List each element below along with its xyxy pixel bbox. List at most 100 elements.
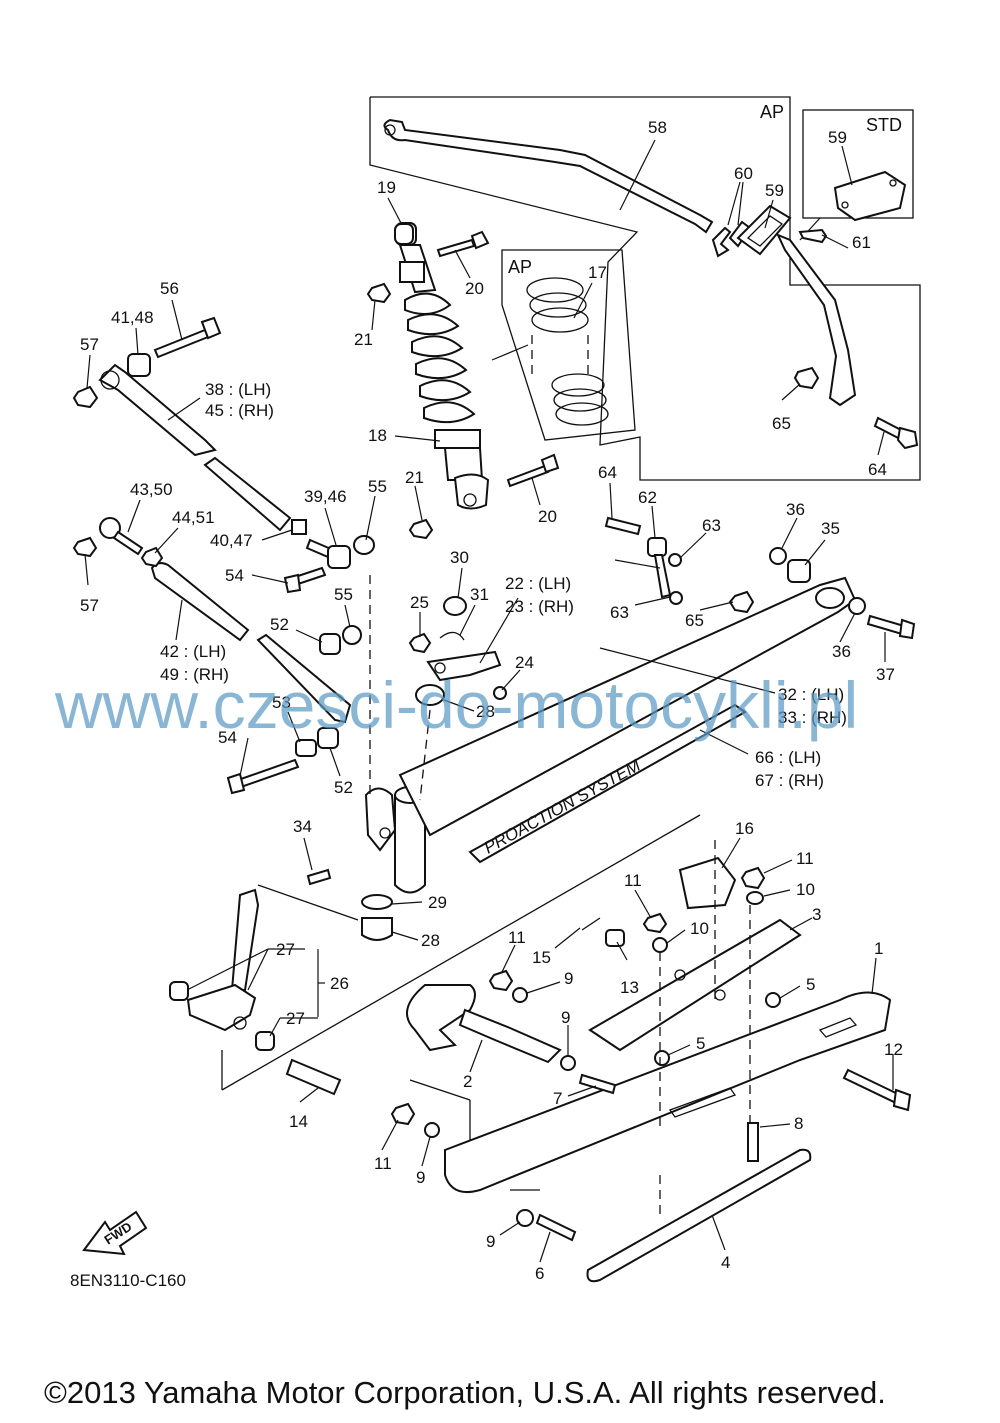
callout-36-bottom: 36 — [832, 642, 851, 661]
callout-14: 14 — [289, 1112, 308, 1131]
callout-39-46: 39,46 — [304, 487, 347, 506]
callout-65-bottom: 65 — [685, 611, 704, 630]
callout-32-lh: 32 : (LH) — [778, 685, 844, 704]
callout-22-lh: 22 : (LH) — [505, 574, 571, 593]
circlip-31 — [439, 631, 465, 641]
leader-lines — [84, 139, 894, 1263]
callout-67-rh: 67 : (RH) — [755, 771, 824, 790]
callout-66-lh: 66 : (LH) — [755, 748, 821, 767]
nut-13 — [605, 929, 625, 947]
callout-21-top: 21 — [354, 330, 373, 349]
nut-11a — [642, 912, 668, 934]
callout-18: 18 — [368, 426, 387, 445]
spacer-39 — [327, 545, 351, 569]
callout-38-lh: 38 : (LH) — [205, 380, 271, 399]
shock-absorber — [395, 222, 490, 510]
assembly-lines — [221, 575, 751, 1215]
std-plate — [833, 170, 907, 222]
callout-labels: 58 60 59 59 61 19 20 17 21 18 21 20 56 4… — [80, 118, 903, 1283]
bushing-28 — [415, 684, 445, 706]
nut-44-51 — [140, 546, 164, 568]
upper-arm — [98, 363, 292, 532]
washer-9b — [560, 1055, 576, 1071]
bolt-5b — [654, 1050, 670, 1066]
callout-15: 15 — [532, 948, 551, 967]
callout-33-rh: 33 : (RH) — [778, 708, 847, 727]
bolt-12 — [842, 1068, 912, 1112]
callout-52-bottom: 52 — [334, 778, 353, 797]
bushing-28b — [361, 917, 393, 941]
spring-17 — [526, 277, 609, 426]
callout-41-48: 41,48 — [111, 308, 154, 327]
collar-36 — [769, 547, 866, 615]
bracket-plate — [736, 204, 792, 256]
bolt-64b — [604, 516, 642, 536]
callout-34: 34 — [293, 817, 312, 836]
bushing-52b — [317, 727, 339, 749]
callout-27-top: 27 — [276, 940, 295, 959]
callout-57-bottom: 57 — [80, 596, 99, 615]
callout-37: 37 — [876, 665, 895, 684]
callout-55-mid: 55 — [334, 585, 353, 604]
callout-56: 56 — [160, 279, 179, 298]
nut-10a — [652, 937, 668, 953]
bushing-41-48 — [127, 353, 151, 377]
callout-7: 7 — [553, 1089, 562, 1108]
stabilizer-bar — [383, 118, 714, 234]
bolt-64 — [873, 416, 919, 450]
ap-spring-label: AP — [508, 257, 532, 277]
callout-61: 61 — [852, 233, 871, 252]
callout-54-bottom: 54 — [218, 728, 237, 747]
nut-25 — [408, 632, 432, 654]
callout-64-right: 64 — [868, 460, 887, 479]
callout-1: 1 — [874, 939, 883, 958]
callout-19: 19 — [377, 178, 396, 197]
callout-8: 8 — [794, 1114, 803, 1133]
callout-13: 13 — [620, 978, 639, 997]
nut-65b — [728, 590, 755, 614]
callout-9-b: 9 — [561, 1008, 570, 1027]
stopper-16 — [678, 856, 737, 910]
callout-36-top: 36 — [786, 500, 805, 519]
bushing-19 — [394, 223, 414, 245]
bolt-20-top — [436, 230, 490, 258]
nut-11c — [488, 969, 514, 992]
callout-24: 24 — [515, 653, 534, 672]
ap-box-label: AP — [760, 102, 784, 122]
callout-9-c: 9 — [416, 1168, 425, 1187]
callout-26: 26 — [330, 974, 349, 993]
callout-58: 58 — [648, 118, 667, 137]
collar-55 — [353, 535, 375, 555]
callout-11-bottom: 11 — [374, 1154, 392, 1173]
callout-10-right: 10 — [796, 880, 815, 899]
stabilizer-link — [647, 537, 683, 605]
std-box-label: STD — [866, 115, 902, 135]
callout-49-rh: 49 : (RH) — [160, 665, 229, 684]
spindle — [186, 888, 260, 1032]
stud-8 — [747, 1122, 759, 1162]
callout-53: 53 — [272, 693, 291, 712]
callout-11-left: 11 — [508, 928, 526, 947]
callout-62: 62 — [638, 488, 657, 507]
callout-45-rh: 45 : (RH) — [205, 401, 274, 420]
nut-57-top — [72, 385, 99, 409]
cap-30 — [443, 596, 467, 616]
callout-59-std: 59 — [828, 128, 847, 147]
callout-59-ap: 59 — [765, 181, 784, 200]
callout-3: 3 — [812, 905, 821, 924]
ski — [444, 991, 892, 1194]
washer-9d — [516, 1209, 534, 1227]
nut-65 — [793, 366, 820, 390]
callout-21-bottom: 21 — [405, 468, 424, 487]
bolt-34 — [306, 868, 332, 886]
callout-64-left: 64 — [598, 463, 617, 482]
callout-57-top: 57 — [80, 335, 99, 354]
callout-4: 4 — [721, 1253, 730, 1272]
callout-65-top: 65 — [772, 414, 791, 433]
callout-11-mid: 11 — [624, 871, 642, 890]
bolt-37 — [866, 614, 916, 640]
bolt-54-bottom — [226, 758, 300, 795]
bushing-clips — [711, 220, 752, 258]
bushing-40-47 — [291, 519, 307, 535]
